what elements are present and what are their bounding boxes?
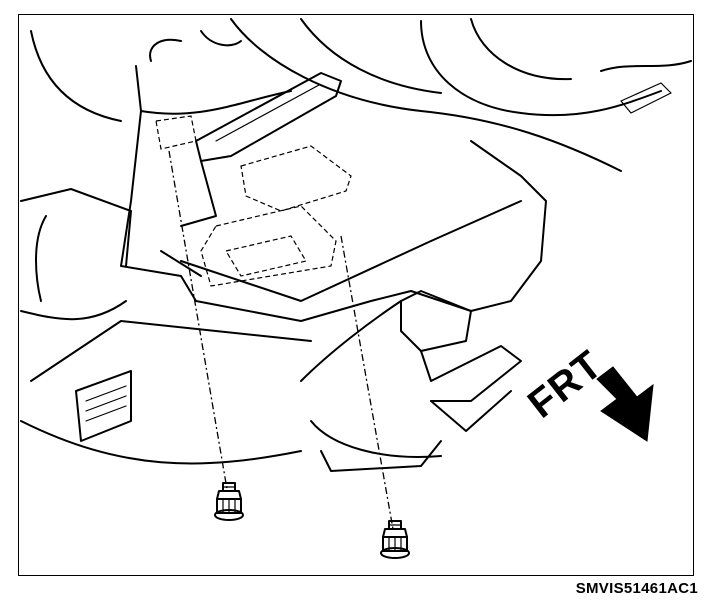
wheel-detail [200, 30, 242, 47]
wheel-slot [620, 82, 672, 114]
wheel-edge [600, 60, 692, 72]
steering-column-cover-drawing [20, 18, 692, 559]
lower-bracket [420, 345, 522, 402]
lower-floor-line [20, 420, 302, 465]
lower-shroud [310, 420, 442, 458]
hidden-bracket-lower [200, 205, 337, 287]
hidden-bracket-left [155, 115, 197, 150]
stalk-lever [195, 72, 342, 162]
left-trim-lower [20, 300, 127, 321]
cover-upper-edge [140, 90, 292, 115]
illustration-frame [18, 14, 694, 576]
column-cover-body [120, 65, 547, 322]
lower-shroud-edge [320, 440, 442, 472]
column-top [149, 38, 182, 62]
figure-code: SMVIS51461AC1 [575, 580, 698, 597]
bracket-ribs [85, 385, 127, 422]
bolt-leader-left [168, 150, 228, 490]
floor-edge [30, 320, 312, 382]
hidden-tab [225, 235, 307, 277]
knee-bolster-bracket [400, 290, 472, 352]
left-trim-curve [35, 215, 47, 302]
wheel-spoke-inner [470, 18, 572, 81]
steering-wheel-rim [230, 18, 622, 172]
bolt-icon [380, 520, 410, 559]
left-pedal-bracket [75, 370, 132, 442]
stalk-lever-ridge [215, 84, 320, 142]
bracket-flange [430, 390, 512, 432]
bolt-leader-right [340, 235, 394, 530]
wheel-spoke [420, 20, 662, 117]
cover-seam [180, 200, 522, 302]
left-trim-top [20, 188, 132, 267]
cover-lower-curve [300, 300, 402, 382]
steering-wheel-rim-inner [300, 18, 442, 94]
stalk-base [180, 160, 217, 227]
dash-outline [30, 30, 122, 122]
hidden-bracket-top [240, 145, 352, 212]
cover-lower-edge [160, 250, 202, 277]
front-direction-arrow-icon [596, 366, 654, 442]
bolt-icon [214, 482, 244, 521]
